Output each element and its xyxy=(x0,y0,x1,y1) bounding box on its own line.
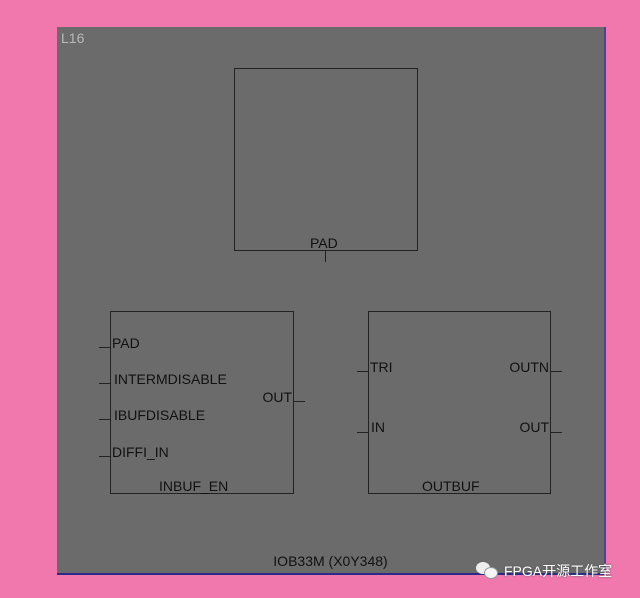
inbuf-pin-diffi-in: DIFFI_IN xyxy=(112,444,169,460)
site-name-text: IOB33M (X0Y348) xyxy=(273,553,388,569)
pad-block[interactable]: PAD xyxy=(234,68,418,251)
watermark-text: FPGA开源工作室 xyxy=(504,563,613,579)
inbuf-pad-line xyxy=(99,347,110,348)
outbuf-block-name: OUTBUF xyxy=(422,478,480,494)
site-name: IOB33M (X0Y348) xyxy=(57,553,604,573)
inbuf-pin-intermdisable: INTERMDISABLE xyxy=(114,371,227,387)
inbuf-pin-ibufdisable: IBUFDISABLE xyxy=(114,407,206,423)
inbuf-out-line xyxy=(294,401,305,402)
outbuf-pin-out: OUT xyxy=(519,419,549,435)
outbuf-pin-outn: OUTN xyxy=(509,359,549,375)
inbuf-ibufdisable-line xyxy=(99,419,110,420)
inbuf-en-block[interactable]: PAD INTERMDISABLE IBUFDISABLE DIFFI_IN O… xyxy=(110,311,294,494)
outbuf-pin-tri: TRI xyxy=(370,359,393,375)
outbuf-outn-line xyxy=(551,371,562,372)
outbuf-in-line xyxy=(357,432,368,433)
inbuf-pin-pad: PAD xyxy=(112,335,140,351)
outbuf-block[interactable]: TRI IN OUTN OUT OUTBUF xyxy=(368,311,551,494)
outbuf-pin-in: IN xyxy=(371,419,385,435)
inbuf-block-name: INBUF_EN xyxy=(159,478,229,494)
iob-site-panel: L16 PAD PAD INTERMDISABLE IBUFDISABLE DI… xyxy=(57,27,606,575)
pad-pin-line xyxy=(325,250,326,262)
watermark: FPGA开源工作室 xyxy=(476,561,612,581)
site-label: L16 xyxy=(61,30,85,46)
pad-pin-label: PAD xyxy=(310,235,338,251)
inbuf-pin-out: OUT xyxy=(262,389,292,405)
inbuf-intermdisable-line xyxy=(99,383,110,384)
wechat-icon xyxy=(476,562,500,580)
outbuf-out-line xyxy=(551,432,562,433)
inbuf-diffi-in-line xyxy=(99,456,110,457)
outbuf-tri-line xyxy=(357,371,368,372)
